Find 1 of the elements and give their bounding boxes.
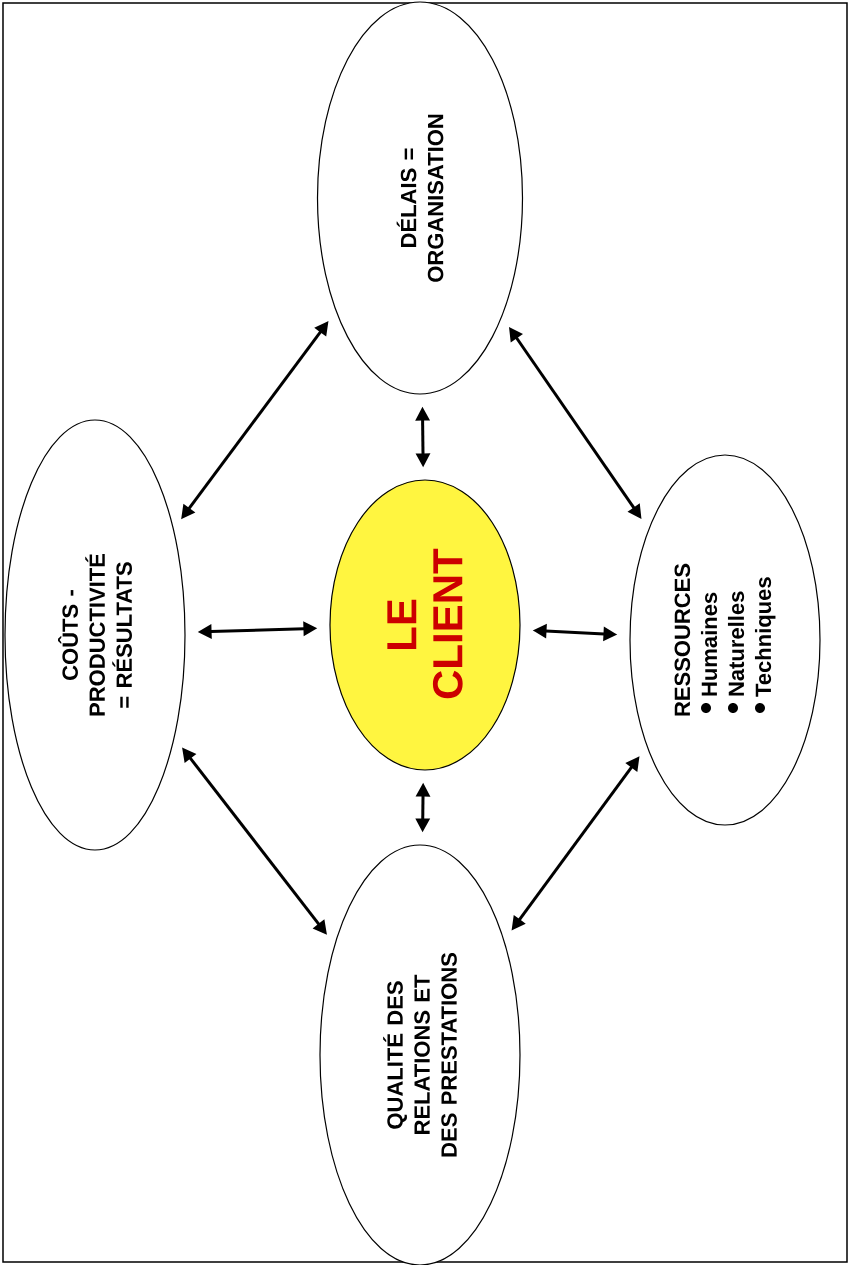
node-label: QUALITÉ DES RELATIONS ET DES PRESTATIONS [383, 952, 457, 1157]
